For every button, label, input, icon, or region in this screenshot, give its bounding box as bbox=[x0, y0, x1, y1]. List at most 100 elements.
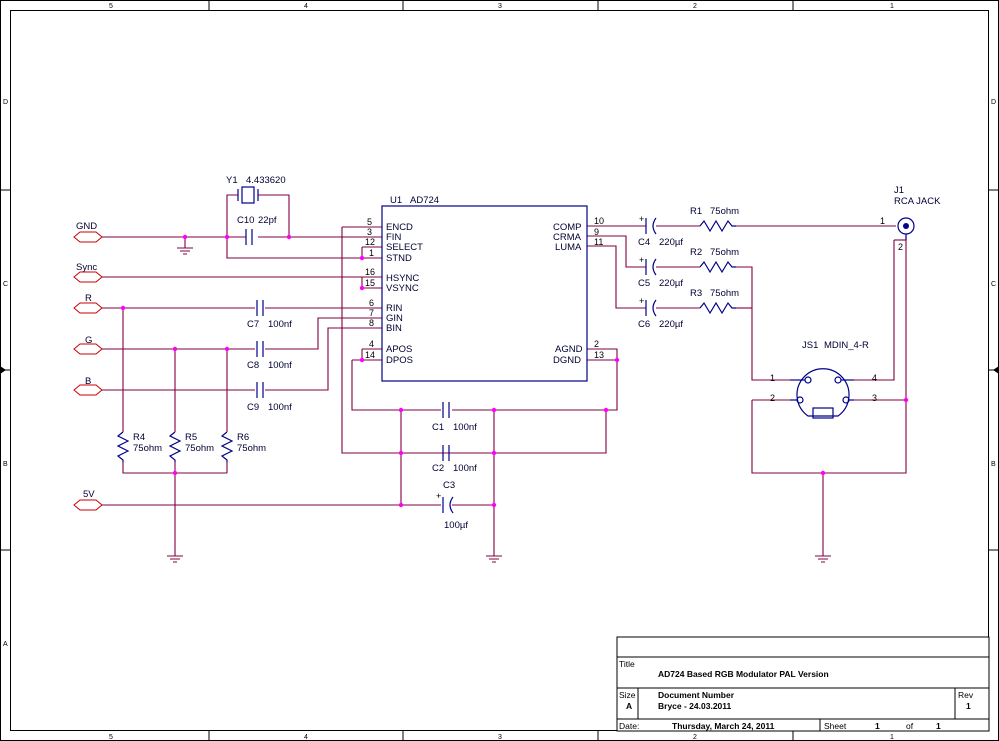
j1-pin-1: 1 bbox=[880, 216, 885, 226]
resistor-r6[interactable]: R6 75ohm bbox=[220, 431, 266, 462]
c1-value: 100nf bbox=[453, 422, 477, 433]
u1-pin-num: 7 bbox=[369, 308, 374, 318]
resistor-r4[interactable]: R4 75ohm bbox=[116, 431, 162, 462]
ground-symbol bbox=[486, 555, 502, 563]
svg-text:+: + bbox=[436, 491, 441, 501]
u1-pin-name: GIN bbox=[386, 313, 403, 324]
date-value: Thursday, March 24, 2011 bbox=[672, 721, 775, 731]
net-ports: GND Sync R G B 5V bbox=[73, 221, 103, 511]
r-net-label: R bbox=[85, 293, 92, 304]
drawing-title: AD724 Based RGB Modulator PAL Version bbox=[658, 669, 829, 679]
docnum-value: Bryce - 24.03.2011 bbox=[658, 701, 732, 711]
u1-pin-num: 11 bbox=[594, 237, 603, 247]
u1-value: AD724 bbox=[410, 195, 439, 206]
u1-pin-name: VSYNC bbox=[386, 283, 419, 294]
ground-symbol bbox=[177, 247, 193, 255]
u1-pin-num: 2 bbox=[594, 339, 599, 349]
frame-row-c-left: C bbox=[3, 281, 8, 288]
sync-port[interactable] bbox=[73, 271, 103, 283]
crystal-y1[interactable]: Y1 4.433620 bbox=[226, 175, 286, 204]
capacitor-c5[interactable]: + C5 220µf bbox=[638, 255, 683, 289]
5v-port[interactable] bbox=[73, 499, 103, 511]
frame-col-5-top: 5 bbox=[109, 3, 113, 10]
u1-pin-name: AGND bbox=[555, 344, 583, 355]
c7-ref: C7 bbox=[247, 319, 259, 330]
ic-u1[interactable]: U1 AD724 5 ENCD 3 FIN 12 SELECT 1 STND 1… bbox=[365, 195, 604, 382]
u1-pin-name: ENCD bbox=[386, 222, 413, 233]
c3-value: 100µf bbox=[444, 520, 468, 531]
u1-pin-name: FIN bbox=[386, 232, 401, 243]
c2-ref: C2 bbox=[432, 463, 444, 474]
u1-pin-num: 9 bbox=[594, 227, 599, 237]
frame-col-4-top: 4 bbox=[304, 3, 308, 10]
size-label: Size bbox=[619, 690, 636, 700]
js1-ref: JS1 bbox=[802, 340, 818, 351]
g-net-label: G bbox=[85, 335, 92, 346]
u1-pin-num: 15 bbox=[365, 278, 375, 288]
frame-col-3-bottom: 3 bbox=[498, 734, 502, 741]
title-block: Title AD724 Based RGB Modulator PAL Vers… bbox=[616, 636, 990, 732]
js1-pin-1: 1 bbox=[770, 373, 775, 383]
c2-value: 100nf bbox=[453, 463, 477, 474]
u1-pin-name: APOS bbox=[386, 344, 412, 355]
r-port[interactable] bbox=[73, 302, 103, 314]
capacitor-c7[interactable]: C7 100nf bbox=[247, 300, 292, 330]
frame-row-d-left: D bbox=[3, 99, 8, 106]
c4-value: 220µf bbox=[659, 237, 683, 248]
capacitor-c3[interactable]: + C3 100µf bbox=[436, 480, 468, 531]
frame-row-a-left: A bbox=[3, 641, 8, 648]
svg-text:+: + bbox=[639, 214, 644, 224]
r5-value: 75ohm bbox=[185, 443, 214, 454]
r3-value: 75ohm bbox=[710, 288, 739, 299]
r2-ref: R2 bbox=[690, 247, 702, 258]
rev-label: Rev bbox=[958, 690, 974, 700]
j1-value: RCA JACK bbox=[894, 196, 941, 207]
u1-pin-name: LUMA bbox=[555, 242, 582, 253]
sheet-label: Sheet bbox=[824, 721, 847, 731]
c7-value: 100nf bbox=[268, 319, 292, 330]
u1-pin-name: BIN bbox=[386, 323, 402, 334]
resistor-r1[interactable]: R1 75ohm bbox=[690, 206, 739, 233]
u1-pin-name: SELECT bbox=[386, 242, 423, 253]
r6-ref: R6 bbox=[237, 432, 249, 443]
capacitor-c4[interactable]: + C4 220µf bbox=[638, 214, 683, 248]
frame-row-b-right: B bbox=[991, 461, 996, 468]
mini-din-js1[interactable]: JS1 MDIN_4-R 1 2 3 4 bbox=[770, 340, 877, 419]
frame-col-4-bottom: 4 bbox=[304, 734, 308, 741]
title-label: Title bbox=[619, 659, 635, 669]
js1-value: MDIN_4-R bbox=[824, 340, 869, 351]
b-net-label: B bbox=[85, 376, 91, 387]
gnd-port[interactable] bbox=[73, 231, 103, 243]
capacitor-c9[interactable]: C9 100nf bbox=[247, 382, 292, 413]
rca-jack-j1[interactable]: J1 RCA JACK 1 2 bbox=[880, 185, 941, 252]
sync-net-label: Sync bbox=[76, 262, 97, 273]
capacitor-c8[interactable]: C8 100nf bbox=[247, 341, 292, 371]
resistor-r3[interactable]: R3 75ohm bbox=[690, 288, 739, 315]
capacitor-c10[interactable]: C10 22pf bbox=[237, 215, 277, 245]
u1-pin-num: 16 bbox=[365, 267, 375, 277]
capacitor-c1[interactable]: C1 100nf bbox=[432, 402, 477, 433]
frame-col-1-top: 1 bbox=[890, 3, 894, 10]
u1-pin-name: CRMA bbox=[553, 232, 582, 243]
c8-ref: C8 bbox=[247, 360, 259, 371]
wires bbox=[102, 194, 907, 556]
u1-pin-name: STND bbox=[386, 253, 412, 264]
resistor-r5[interactable]: R5 75ohm bbox=[168, 431, 214, 462]
resistor-r2[interactable]: R2 75ohm bbox=[690, 247, 739, 274]
c5-value: 220µf bbox=[659, 278, 683, 289]
c6-value: 220µf bbox=[659, 319, 683, 330]
gnd-net-label: GND bbox=[76, 221, 97, 232]
r6-value: 75ohm bbox=[237, 443, 266, 454]
u1-pin-num: 14 bbox=[365, 350, 375, 360]
capacitor-c6[interactable]: + C6 220µf bbox=[638, 296, 683, 330]
frame-row-b-left: B bbox=[3, 461, 8, 468]
u1-pin-num: 6 bbox=[369, 298, 374, 308]
u1-pin-num: 10 bbox=[594, 216, 604, 226]
svg-text:+: + bbox=[639, 296, 644, 306]
c4-ref: C4 bbox=[638, 237, 650, 248]
sheet-total: 1 bbox=[936, 721, 941, 731]
r5-ref: R5 bbox=[185, 432, 197, 443]
r4-value: 75ohm bbox=[133, 443, 162, 454]
capacitor-c2[interactable]: C2 100nf bbox=[432, 445, 477, 474]
sheet-number: 1 bbox=[875, 721, 880, 731]
